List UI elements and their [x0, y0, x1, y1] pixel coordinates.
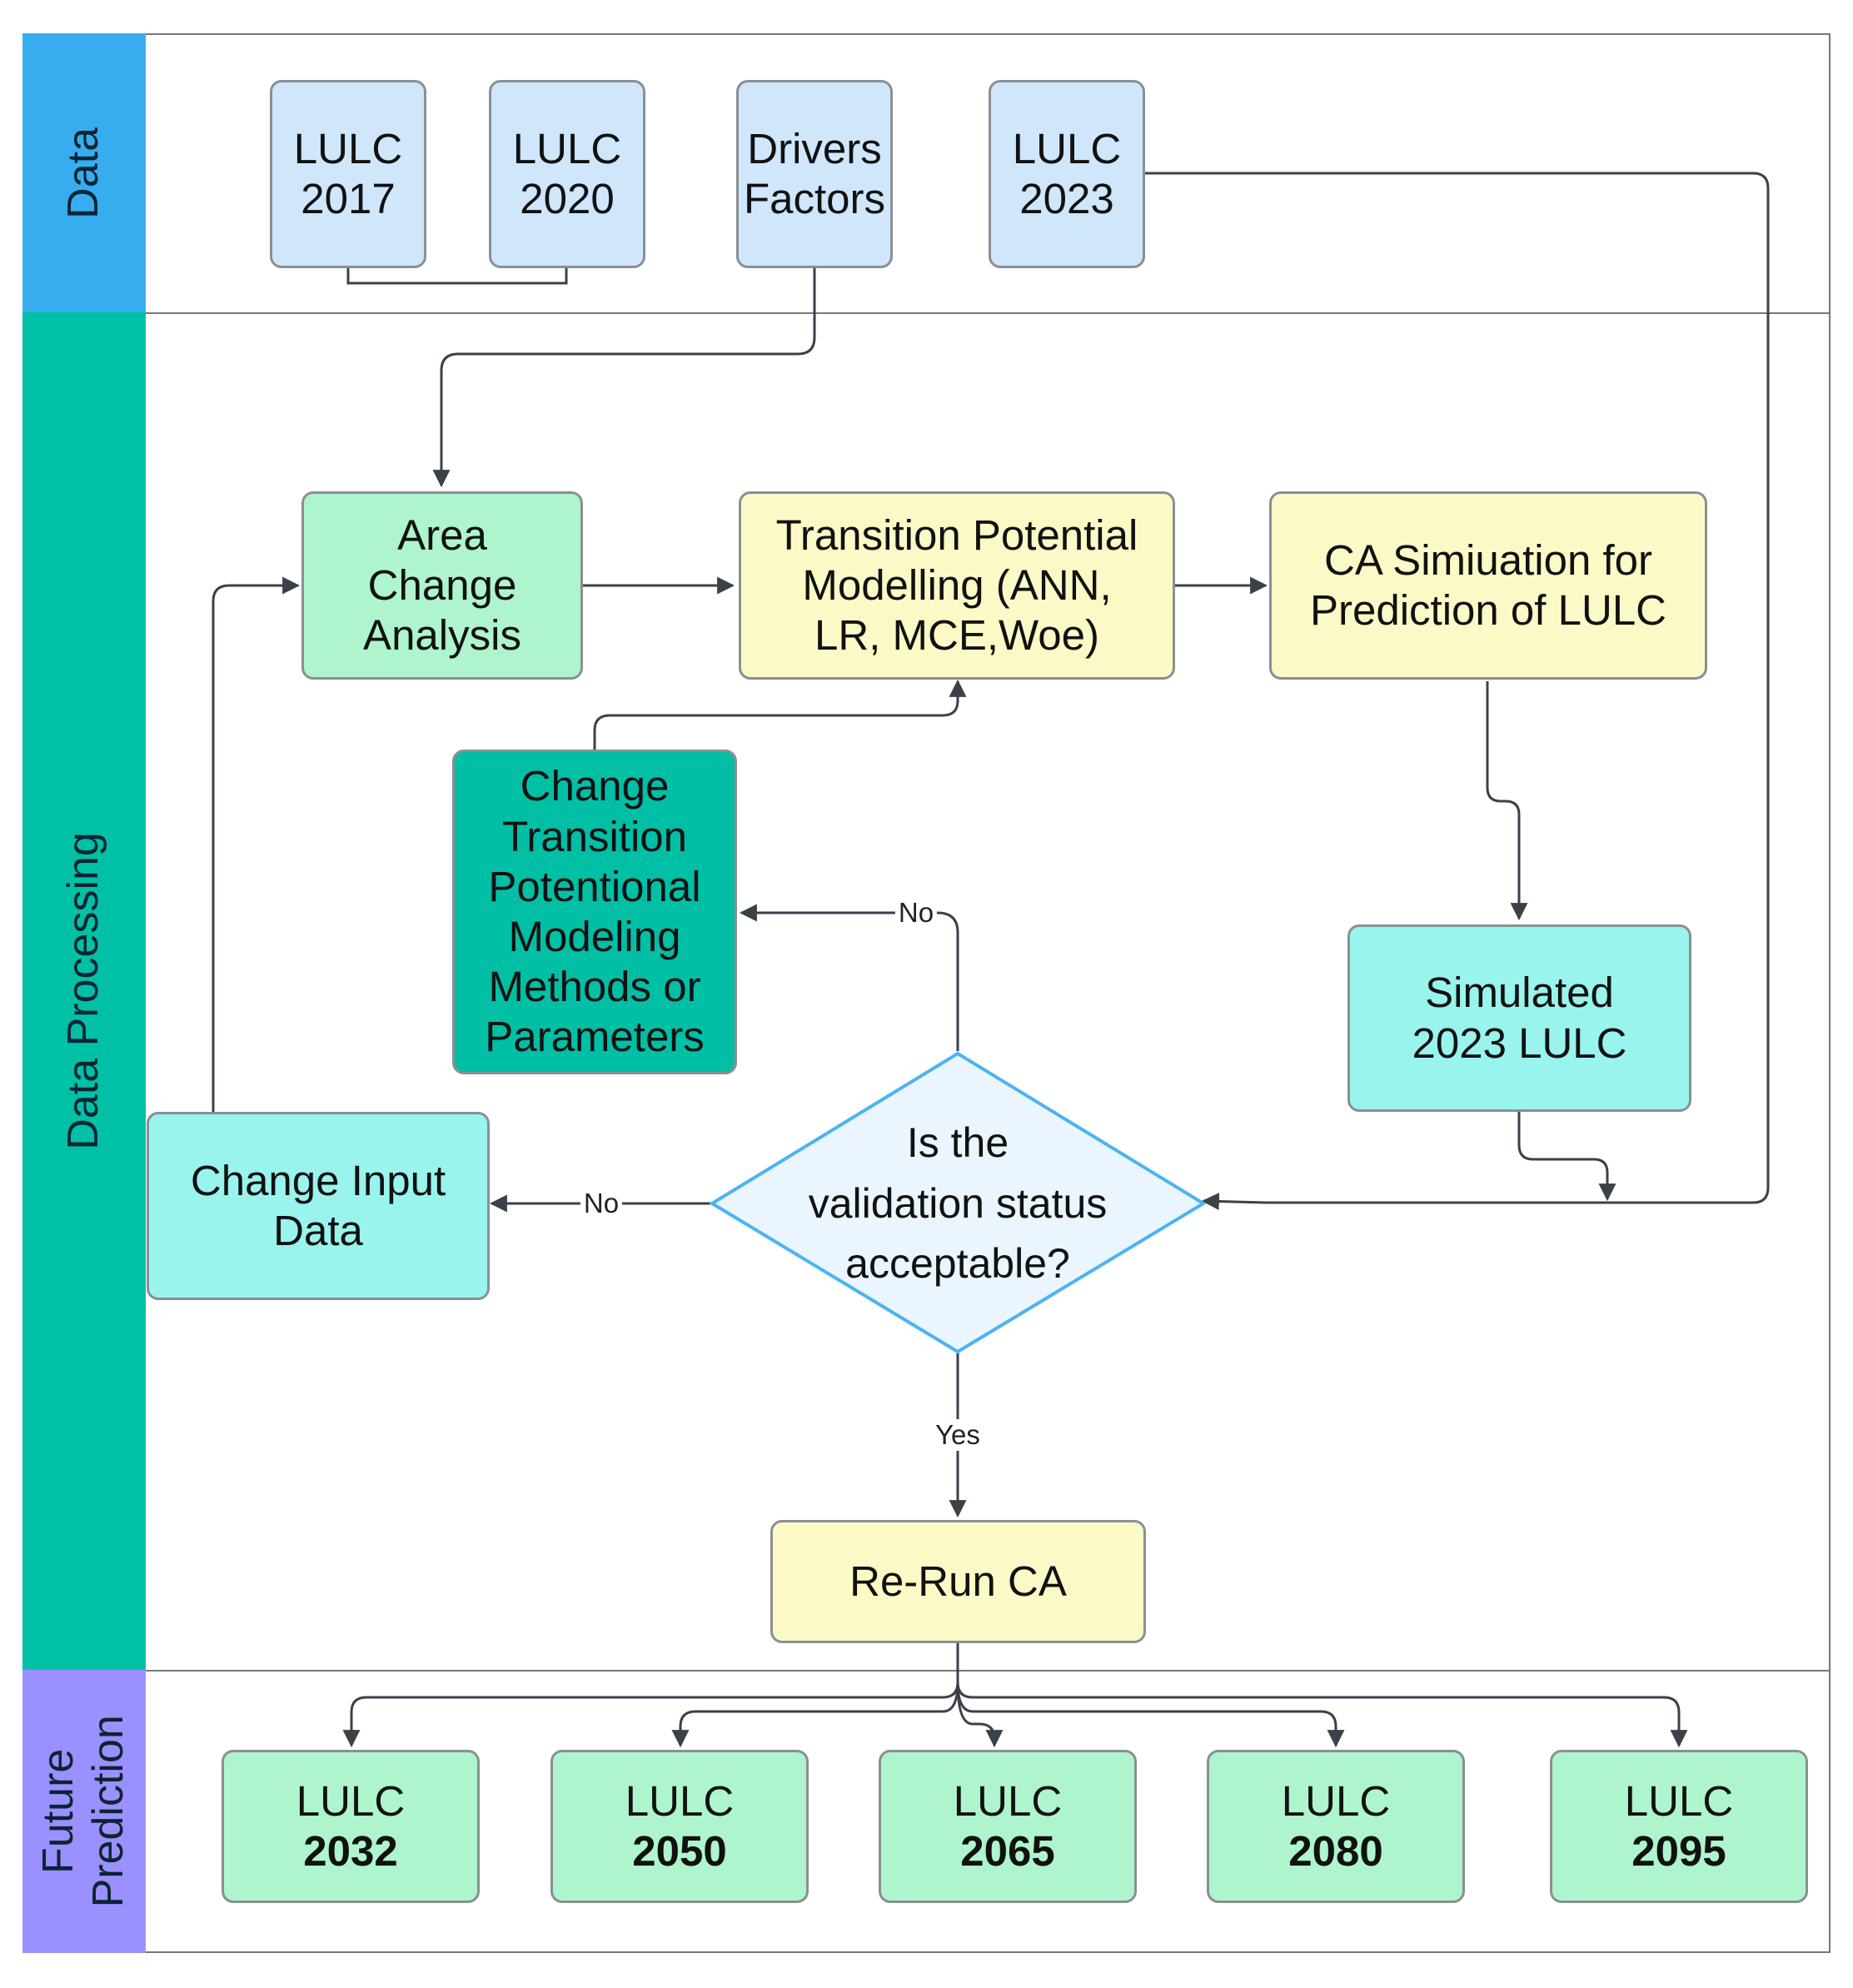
edge-decision-no-top: [739, 904, 959, 1051]
node-lulc-2023-l2: 2023: [1019, 175, 1114, 222]
edge-inputs-to-area: [346, 268, 816, 486]
edge-ca-to-simulated: [1486, 681, 1528, 921]
node-transition-text: Transition Potential Modelling (ANN, LR,…: [775, 511, 1138, 660]
node-drivers-l2: Factors: [743, 175, 886, 222]
node-area-change-analysis: Area Change Analysis: [301, 491, 583, 680]
edge-change-tp-to-transition: [593, 679, 967, 750]
edge-label-no-top: No: [894, 897, 938, 929]
node-rerun-ca: Re-Run CA: [770, 1520, 1146, 1643]
edge-rerun-to-2095: [956, 1682, 1688, 1748]
edge-label-no-left: No: [580, 1188, 623, 1219]
edge-rerun-to-2032: [342, 1643, 959, 1748]
edge-lulc2023-to-decision: [1145, 172, 1770, 1211]
node-change-input-data: Change Input Data: [147, 1112, 490, 1300]
frame-right: [1829, 33, 1831, 1953]
node-lulc-2017-l2: 2017: [301, 175, 396, 222]
lane-divider-2: [146, 1670, 1830, 1672]
node-lulc-2017-l1: LULC: [293, 124, 403, 172]
edge-change-input-to-area: [212, 576, 301, 1112]
node-lulc-2095-l1: LULC: [1624, 1776, 1734, 1825]
node-drivers-l1: Drivers: [747, 124, 882, 172]
node-change-input-text: Change Input Data: [190, 1156, 446, 1254]
node-simulated-text: Simulated 2023 LULC: [1412, 969, 1627, 1067]
decision-text: Is the validation status acceptable?: [808, 1119, 1108, 1288]
lane-divider-1: [146, 312, 1830, 314]
edge-simulated-to-join: [1517, 1112, 1616, 1202]
node-lulc-2032-l1: LULC: [296, 1776, 406, 1825]
node-lulc-2065-l1: LULC: [953, 1776, 1063, 1825]
node-transition-potential: Transition Potential Modelling (ANN, LR,…: [739, 491, 1175, 680]
lane-processing-strip: [22, 312, 146, 1670]
lane-data-strip: [22, 33, 146, 312]
node-lulc-2050-l1: LULC: [625, 1776, 735, 1825]
node-change-tp-text: Change Transition Potentional Modeling M…: [485, 762, 705, 1061]
frame-bottom: [146, 1951, 1830, 1953]
decision-diamond: [709, 1051, 1207, 1354]
edge-rerun-to-2065: [956, 1682, 1004, 1748]
node-ca-simulation: CA Simiuation for Prediction of LULC: [1269, 491, 1707, 680]
node-lulc-2095-l2: 2095: [1631, 1827, 1726, 1875]
node-lulc-2020-l2: 2020: [520, 175, 615, 222]
edge-label-yes: Yes: [932, 1419, 984, 1451]
lane-future-strip: [22, 1670, 146, 1953]
node-lulc-2080-l1: LULC: [1281, 1776, 1391, 1825]
node-ca-sim-text: CA Simiuation for Prediction of LULC: [1309, 536, 1667, 634]
node-lulc-2020-l1: LULC: [512, 124, 622, 172]
node-lulc-2032-l2: 2032: [303, 1827, 398, 1875]
frame-top: [146, 33, 1830, 35]
node-lulc-2065-l2: 2065: [960, 1827, 1055, 1875]
node-area-change-text: Area Change Analysis: [363, 511, 521, 660]
edge-rerun-to-2050: [671, 1682, 959, 1748]
node-change-transition-methods: Change Transition Potentional Modeling M…: [452, 750, 737, 1074]
node-rerun-text: Re-Run CA: [849, 1557, 1067, 1605]
decision-label: Is the validation status acceptable?: [750, 1083, 1166, 1324]
edge-rerun-to-2080: [956, 1682, 1345, 1748]
node-lulc-2050-l2: 2050: [632, 1827, 727, 1875]
node-simulated-2023: Simulated 2023 LULC: [1347, 924, 1691, 1112]
node-lulc-2080-l2: 2080: [1288, 1827, 1383, 1875]
node-lulc-2023-l1: LULC: [1012, 124, 1122, 172]
